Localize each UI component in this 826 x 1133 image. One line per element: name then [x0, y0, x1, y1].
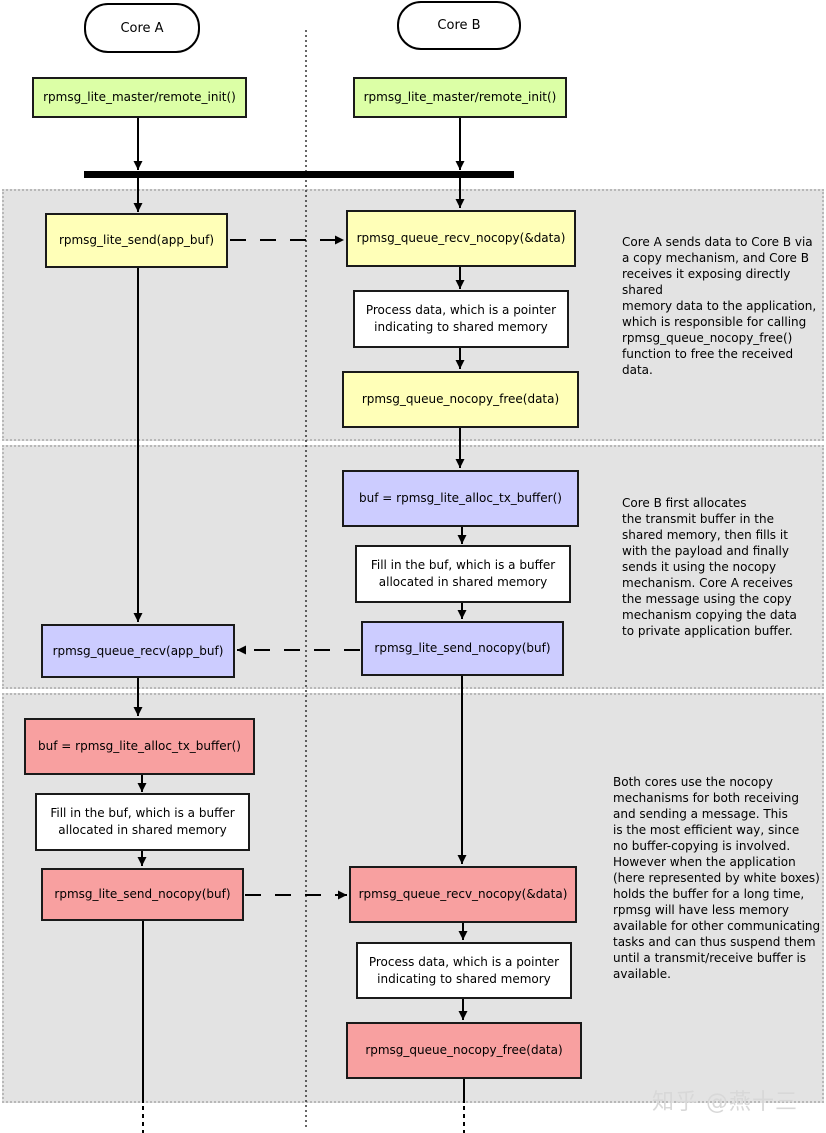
core-b-send-nocopy-box: rpmsg_lite_send_nocopy(buf) [361, 621, 564, 676]
core-b-recv-nocopy-box-2: rpmsg_queue_recv_nocopy(&data) [349, 866, 577, 923]
core-a-label: Core A [84, 3, 200, 53]
section-1-description: Core A sends data to Core B via a copy m… [622, 235, 817, 377]
section-2-description: Core B first allocates the transmit buff… [622, 496, 797, 638]
core-b-free-box: rpmsg_queue_nocopy_free(data) [342, 371, 579, 428]
core-a-alloc-box: buf = rpmsg_lite_alloc_tx_buffer() [24, 718, 255, 775]
core-a-send-box: rpmsg_lite_send(app_buf) [45, 213, 228, 268]
sync-bar [84, 171, 514, 178]
core-b-init-box: rpmsg_lite_master/remote_init() [353, 77, 567, 118]
core-a-init-box: rpmsg_lite_master/remote_init() [32, 77, 247, 118]
core-b-free-box-2: rpmsg_queue_nocopy_free(data) [346, 1022, 582, 1079]
core-b-process-box-2: Process data, which is a pointer indicat… [356, 942, 572, 999]
core-b-process-box: Process data, which is a pointer indicat… [353, 290, 569, 348]
core-b-fill-box: Fill in the buf, which is a buffer alloc… [355, 545, 571, 603]
core-a-send-nocopy-box: rpmsg_lite_send_nocopy(buf) [41, 868, 244, 921]
core-b-label: Core B [397, 1, 521, 50]
watermark-text: 知乎 @燕十三 [652, 1090, 798, 1115]
section-3-description: Both cores use the nocopy mechanisms for… [613, 775, 821, 981]
core-b-recv-nocopy-box: rpmsg_queue_recv_nocopy(&data) [346, 210, 576, 267]
core-b-alloc-box: buf = rpmsg_lite_alloc_tx_buffer() [342, 470, 579, 527]
core-a-fill-box: Fill in the buf, which is a buffer alloc… [35, 793, 250, 851]
core-a-recv-box: rpmsg_queue_recv(app_buf) [41, 624, 235, 678]
